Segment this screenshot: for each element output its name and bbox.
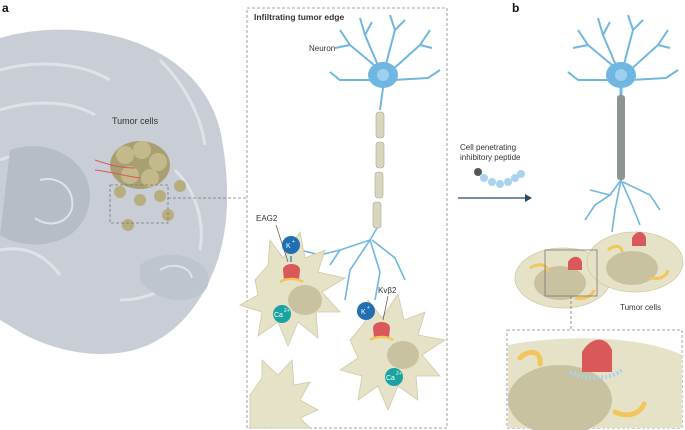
kvb2-channel [369, 322, 394, 342]
brain-section [0, 29, 228, 355]
peptide-label-line2: inhibitory peptide [460, 153, 521, 162]
peptide-label-line1: Cell penetrating [460, 143, 516, 152]
potassium-symbol-upper: K [286, 243, 291, 250]
tumor-cell-upper [238, 230, 347, 348]
panel-b-tumor-label: Tumor cells [620, 303, 661, 312]
tumor-cell-bottom [249, 359, 319, 429]
potassium-symbol-lower: K [361, 309, 366, 316]
peptide-chain [474, 168, 525, 188]
calcium-symbol-upper: Ca [274, 312, 283, 319]
calcium-charge-upper: 2+ [284, 308, 290, 314]
neuron-axon [299, 111, 406, 301]
potassium-ion-lower: K + [357, 302, 375, 320]
calcium-ion-upper: Ca 2+ [273, 305, 291, 323]
calcium-symbol-lower: Ca [386, 375, 395, 382]
kvb2-pointer-line [382, 295, 389, 321]
tumor-cell-b-right [586, 231, 684, 293]
neuron-cell [329, 14, 441, 111]
inset-title: Infiltrating tumor edge [254, 12, 344, 22]
potassium-ion-upper: K + [282, 236, 300, 254]
kvb2-label: Kvβ2 [378, 286, 397, 295]
brain-tumor-cluster [94, 141, 186, 231]
neuron-cell-b [567, 14, 679, 233]
potassium-charge-lower: + [367, 305, 370, 311]
neuron-label: Neuron [309, 44, 335, 53]
eag2-channel [279, 264, 304, 284]
treatment-arrow [458, 194, 532, 202]
eag2-label: EAG2 [256, 214, 278, 223]
brain-zoom-box [109, 184, 169, 224]
brain-tumor-label: Tumor cells [112, 116, 159, 126]
panel-b-letter: b [512, 1, 519, 15]
calcium-charge-lower: 2+ [396, 371, 402, 377]
calcium-ion-lower: Ca 2+ [385, 368, 403, 386]
detail-tumor-cell [508, 338, 682, 430]
potassium-charge-upper: + [292, 239, 295, 245]
eag2-pointer-line [275, 224, 289, 263]
inset-frame [246, 7, 448, 429]
panel-a-letter: a [2, 1, 9, 15]
tumor-cell-lower [339, 293, 447, 412]
